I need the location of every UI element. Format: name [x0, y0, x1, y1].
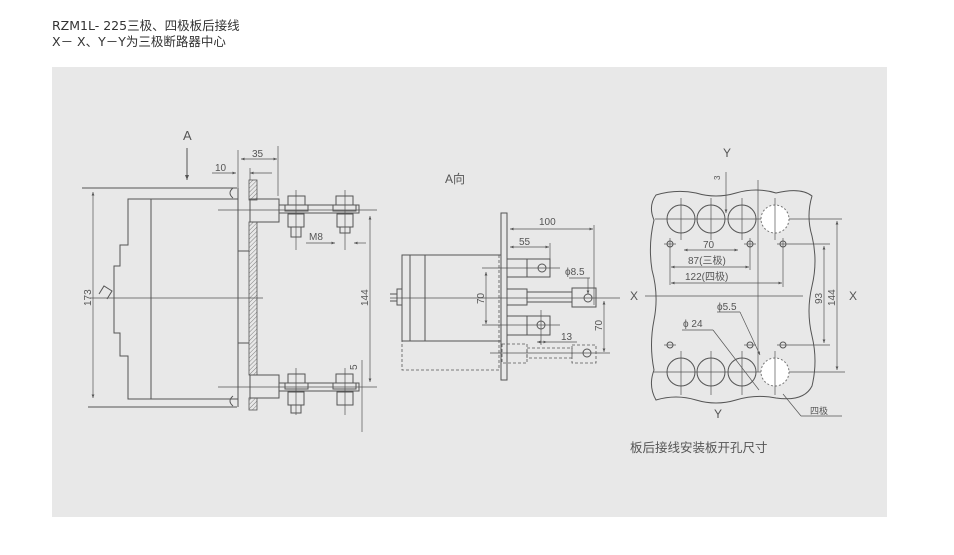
dim-70-left: 70 [476, 292, 487, 304]
dim-phi-5-5: ϕ5.5 [717, 302, 737, 313]
dim-144: 144 [360, 289, 371, 306]
mounting-screw-holes [664, 238, 830, 349]
panel-outline [649, 189, 816, 404]
dim-m8: M8 [309, 232, 323, 243]
dim-70-right: 70 [594, 319, 605, 331]
dim-144: 144 [827, 289, 838, 306]
y-label-top: Y [723, 146, 731, 160]
dim-35: 35 [252, 149, 264, 160]
dim-phi-8-5: ϕ8.5 [565, 267, 585, 278]
dim-55: 55 [519, 237, 531, 248]
mounting-plate [248, 221, 258, 376]
title-line-1: RZM1L- 225三极、四极板后接线 [52, 18, 240, 33]
dim-5: 5 [349, 364, 360, 370]
terminal-bolts [278, 190, 360, 415]
dim-13: 13 [561, 332, 573, 343]
panel-cutout-view: Y Y X X 3 70 87(三极) [630, 146, 857, 455]
breaker-body [113, 198, 239, 400]
pole-holes [653, 198, 845, 395]
dim-phi-24: ϕ 24 [683, 319, 703, 330]
dim-173: 173 [83, 289, 94, 306]
dim-93: 93 [814, 292, 825, 304]
a-direction-view: A向 100 55 70 70 ϕ8.5 13 [390, 171, 620, 381]
title-line-2: X－ X、Y－Y为三极断路器中心 [52, 34, 226, 49]
dim-100: 100 [539, 217, 556, 228]
x-label-left: X [630, 289, 638, 303]
cutout-caption: 板后接线安装板开孔尺寸 [630, 440, 768, 455]
drawing-panel [52, 67, 887, 517]
dim-10: 10 [215, 163, 227, 174]
dim-3: 3 [713, 175, 722, 180]
handle-icon [98, 285, 113, 300]
y-label-bottom: Y [714, 407, 722, 421]
dim-70: 70 [703, 240, 715, 251]
dim-87-three-pole: 87(三极) [688, 254, 726, 267]
four-pole-label: 四极 [810, 405, 828, 416]
arrow-a-label: A [183, 128, 192, 143]
side-view: A 35 10 173 [82, 128, 377, 432]
a-view-title: A向 [445, 171, 465, 186]
dim-122-four-pole: 122(四极) [685, 270, 728, 283]
x-label-right: X [849, 289, 857, 303]
